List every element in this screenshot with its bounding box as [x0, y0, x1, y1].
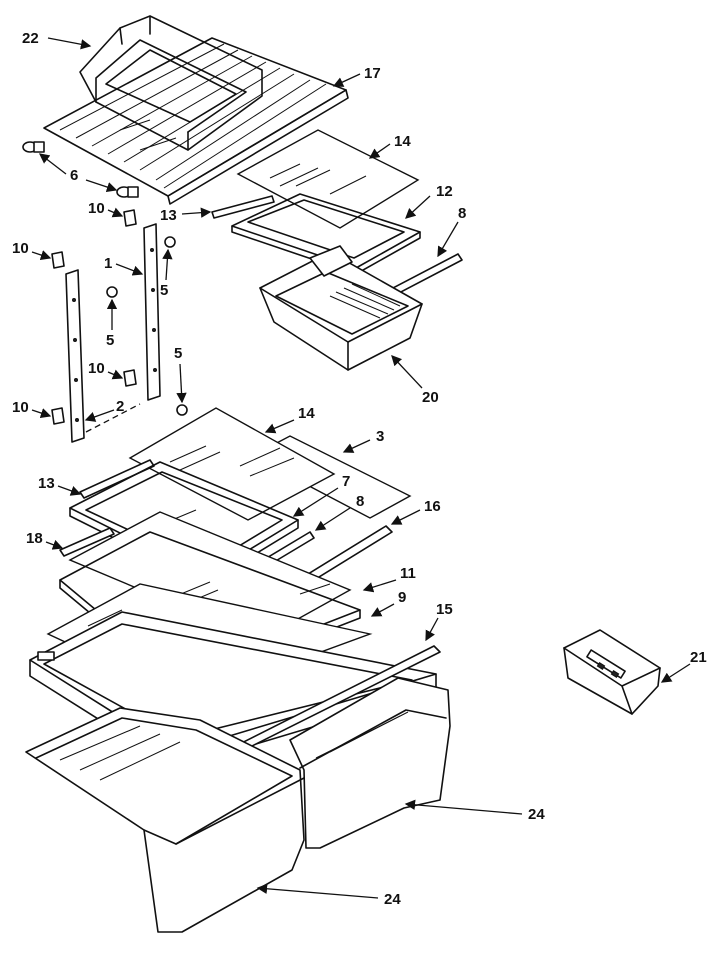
callout-18: 18: [26, 530, 43, 547]
callouts: 22 17 14 12 8 6 13 10 10 1 5 5 5 10 10 2: [12, 30, 707, 908]
callout-2: 2: [116, 398, 124, 415]
part-10-clips: [51, 209, 137, 425]
part-2-left-rail: [65, 269, 85, 443]
part-21-small-bin: [563, 629, 661, 715]
callout-21: 21: [690, 649, 707, 666]
callout-15: 15: [436, 601, 453, 618]
callout-11: 11: [400, 565, 416, 582]
callout-14-lower: 14: [298, 405, 315, 422]
callout-5-a: 5: [160, 282, 168, 299]
callout-12: 12: [436, 183, 453, 200]
part-1-right-rail: [143, 223, 161, 401]
part-14-lower-glass: [128, 407, 336, 521]
part-22-top-bin: [79, 15, 263, 151]
part-18-trim: [59, 527, 115, 557]
callout-5-c: 5: [174, 345, 182, 362]
part-5-screws: [106, 236, 188, 416]
callout-13-lower: 13: [38, 475, 55, 492]
callout-13-upper: 13: [160, 207, 177, 224]
part-20-drawer: [259, 245, 423, 371]
callout-6: 6: [70, 167, 78, 184]
callout-24-left: 24: [384, 891, 401, 908]
callout-5-b: 5: [106, 332, 114, 349]
callout-20: 20: [422, 389, 439, 406]
callout-22: 22: [22, 30, 39, 47]
part-17-wire-shelf: [43, 37, 349, 205]
callout-10-c: 10: [88, 360, 105, 377]
callout-10-d: 10: [12, 399, 29, 416]
callout-1: 1: [104, 255, 112, 272]
callout-8-lower: 8: [356, 493, 364, 510]
part-6-shelf-pegs: [22, 141, 139, 198]
callout-17: 17: [364, 65, 381, 82]
callout-7: 7: [342, 473, 350, 490]
part-14-upper-glass: [236, 129, 420, 229]
part-13-upper-trim: [211, 195, 275, 219]
callout-9: 9: [398, 589, 406, 606]
callout-24-right: 24: [528, 806, 545, 823]
callout-10-b: 10: [12, 240, 29, 257]
callout-10-a: 10: [88, 200, 105, 217]
callout-8-upper: 8: [458, 205, 466, 222]
callout-14-upper: 14: [394, 133, 411, 150]
callout-16: 16: [424, 498, 441, 515]
part-24-left-crisper: [25, 707, 305, 933]
part-13-lower-trim: [79, 459, 155, 499]
callout-3: 3: [376, 428, 384, 445]
